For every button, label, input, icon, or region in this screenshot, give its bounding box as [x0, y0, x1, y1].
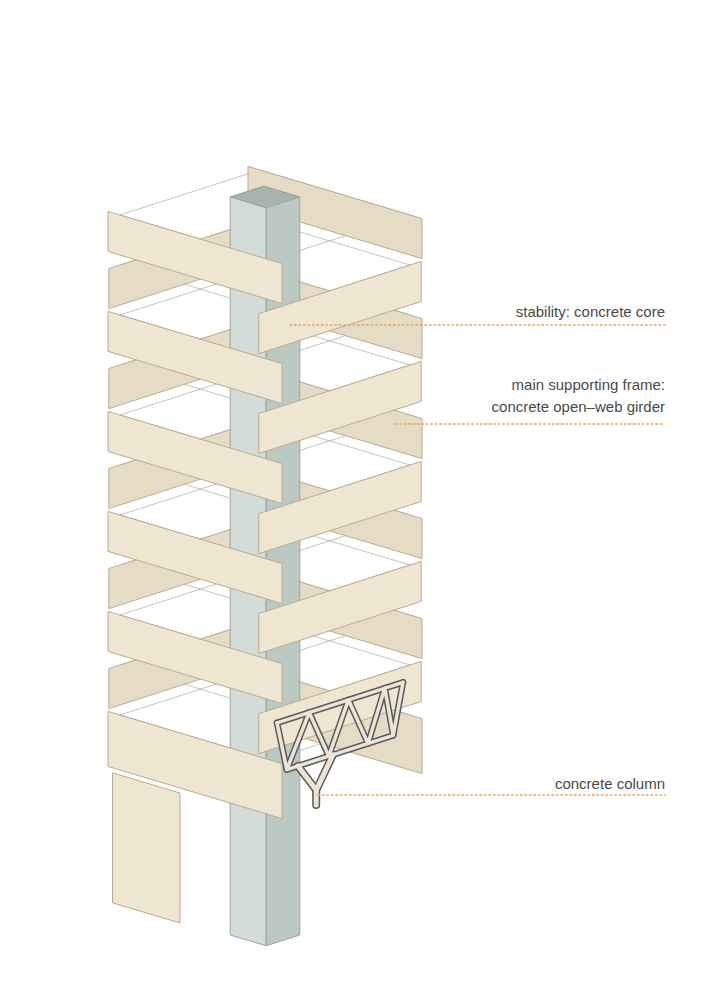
frame-wall — [108, 611, 282, 703]
girder-chord — [287, 735, 393, 769]
frame-wall — [259, 461, 421, 553]
frame-wall — [108, 311, 282, 403]
frame-wall — [108, 411, 282, 503]
frame-wall — [113, 773, 181, 923]
girder-chord — [287, 735, 393, 769]
frame-wall — [108, 511, 282, 603]
concrete-column — [298, 766, 316, 805]
leader-line — [318, 794, 665, 796]
concrete-column — [298, 766, 316, 805]
frame-wall — [259, 561, 421, 653]
tower-structure — [108, 166, 422, 945]
leader-line — [290, 324, 665, 326]
callout-label: concrete column — [465, 773, 665, 795]
frame-wall — [108, 211, 282, 303]
frame-wall — [259, 261, 421, 353]
leader-lines — [290, 325, 665, 795]
leader-line — [395, 423, 665, 425]
callout-label: main supporting frame: concrete open–web… — [465, 374, 665, 418]
concrete-column — [316, 755, 333, 790]
girder-web — [277, 682, 403, 769]
girder-web — [277, 682, 403, 769]
callout-label: stability: concrete core — [465, 301, 665, 323]
frame-wall — [259, 361, 421, 453]
